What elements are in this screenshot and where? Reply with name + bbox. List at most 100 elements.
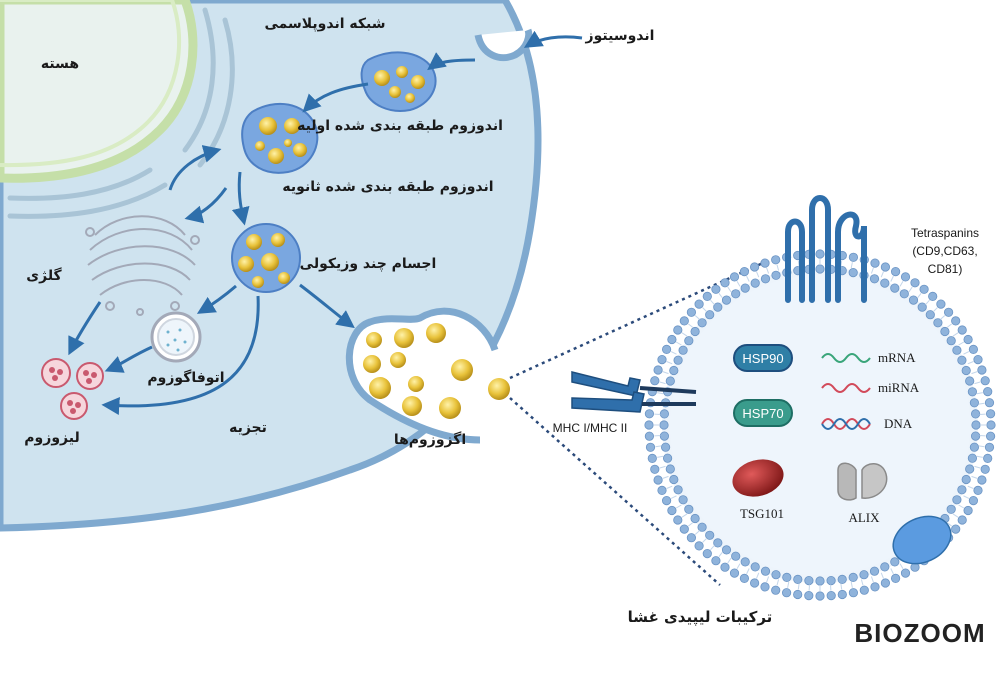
lipid-head — [837, 589, 847, 600]
late-sorting-endosome — [241, 102, 319, 174]
lipid-tail — [746, 568, 750, 575]
lipid-tail — [710, 544, 715, 551]
lipid-tail — [687, 522, 694, 527]
lipid-tail — [662, 475, 669, 479]
lipid-tail — [952, 513, 959, 518]
lipid-head — [804, 575, 814, 586]
lipid-tail — [899, 280, 904, 287]
label-mvb: اجسام چند وزیکولی — [300, 256, 437, 272]
lipid-head — [980, 464, 990, 474]
lipid-tail — [659, 381, 666, 385]
lipid-head — [713, 538, 723, 548]
lipid-head — [667, 334, 677, 345]
label-endocytosis: اندوسیتوز — [585, 28, 655, 44]
lipid-tail — [840, 583, 843, 590]
lipid-head — [760, 274, 771, 284]
mirna-strand: miRNA — [821, 380, 920, 395]
lipid-head — [977, 475, 987, 485]
lipid-head — [859, 570, 869, 580]
lipid-tail — [797, 583, 800, 590]
lipid-tail — [880, 572, 884, 579]
exosome — [369, 377, 391, 399]
lipid-head — [697, 522, 707, 532]
biozoom-logo: BIOZOOM — [854, 618, 984, 648]
lipid-head — [848, 588, 859, 598]
lipid-head — [963, 334, 973, 345]
lipid-head — [679, 316, 689, 326]
lipid-tail — [787, 581, 790, 588]
lipid-head — [659, 431, 670, 441]
lipid-tail — [946, 522, 953, 527]
lipid-head — [669, 365, 679, 376]
autophagosome — [150, 311, 202, 363]
lipid-head — [644, 420, 654, 430]
lipid-head — [815, 249, 825, 259]
lipid-head — [984, 398, 995, 408]
lipid-tail — [958, 504, 965, 509]
early-sorting-endosome — [360, 51, 437, 112]
lipid-head — [657, 354, 667, 365]
lipid-tail — [939, 315, 946, 320]
lipid-tail — [659, 465, 666, 469]
lipid-head — [910, 278, 920, 288]
lipid-head — [848, 267, 858, 278]
lipid-head — [749, 578, 760, 588]
lipid-tail — [756, 271, 760, 278]
lipid-head — [711, 556, 721, 566]
tsg101-protein: TSG101 — [732, 459, 784, 521]
lipid-head — [968, 495, 979, 506]
lipid-head — [690, 513, 700, 524]
lipid-tail — [870, 267, 874, 274]
lipid-tail — [657, 392, 664, 395]
lipid-tail — [925, 299, 930, 306]
lipid-head — [729, 272, 740, 282]
lipid-head — [650, 376, 660, 386]
lipid-tail — [670, 351, 677, 355]
lipid-head — [721, 295, 732, 305]
lipid-head — [750, 278, 760, 288]
lipid-tail — [718, 551, 723, 558]
lipid-tail — [967, 361, 974, 365]
lipid-tail — [963, 495, 970, 499]
exosome — [408, 376, 424, 392]
lipid-head — [729, 568, 740, 578]
lipid-tail — [890, 568, 894, 575]
lipid-head — [815, 264, 825, 274]
lipid-head — [946, 504, 956, 514]
lipid-head — [951, 524, 961, 534]
golgi-apparatus — [85, 215, 200, 316]
lipid-tail — [702, 307, 708, 313]
lipid-head — [815, 576, 825, 586]
lipid-tail — [702, 537, 708, 543]
lipid-head — [657, 485, 667, 495]
lipid-tail — [880, 271, 884, 278]
label-lysosome: لیزوزوم — [24, 430, 79, 446]
lipid-head — [848, 252, 859, 262]
lipid-head — [679, 524, 689, 534]
lipid-head — [771, 585, 781, 595]
lipid-tail — [681, 332, 688, 337]
lipid-head — [760, 566, 771, 576]
lipid-tail — [952, 332, 959, 337]
lipid-head — [961, 474, 971, 485]
lipid-head — [957, 355, 967, 365]
lipid-head — [711, 284, 721, 294]
lipid-head — [644, 431, 655, 441]
svg-text:HSP90: HSP90 — [742, 351, 783, 366]
tetraspanin-proteins — [785, 195, 867, 303]
lipid-head — [919, 284, 929, 294]
lipid-head — [739, 573, 750, 584]
svg-text:mRNA: mRNA — [878, 350, 916, 365]
lipid-head — [645, 442, 656, 452]
lipid-head — [804, 590, 814, 601]
lipid-tail — [870, 576, 874, 583]
lipid-head — [917, 302, 927, 312]
lipid-head — [740, 283, 750, 293]
lipid-head — [848, 572, 858, 583]
lipid-head — [684, 504, 694, 514]
lipid-head — [659, 409, 670, 419]
lipid-head — [890, 573, 901, 584]
lipid-head — [951, 316, 961, 326]
lipid-tail — [963, 351, 970, 355]
